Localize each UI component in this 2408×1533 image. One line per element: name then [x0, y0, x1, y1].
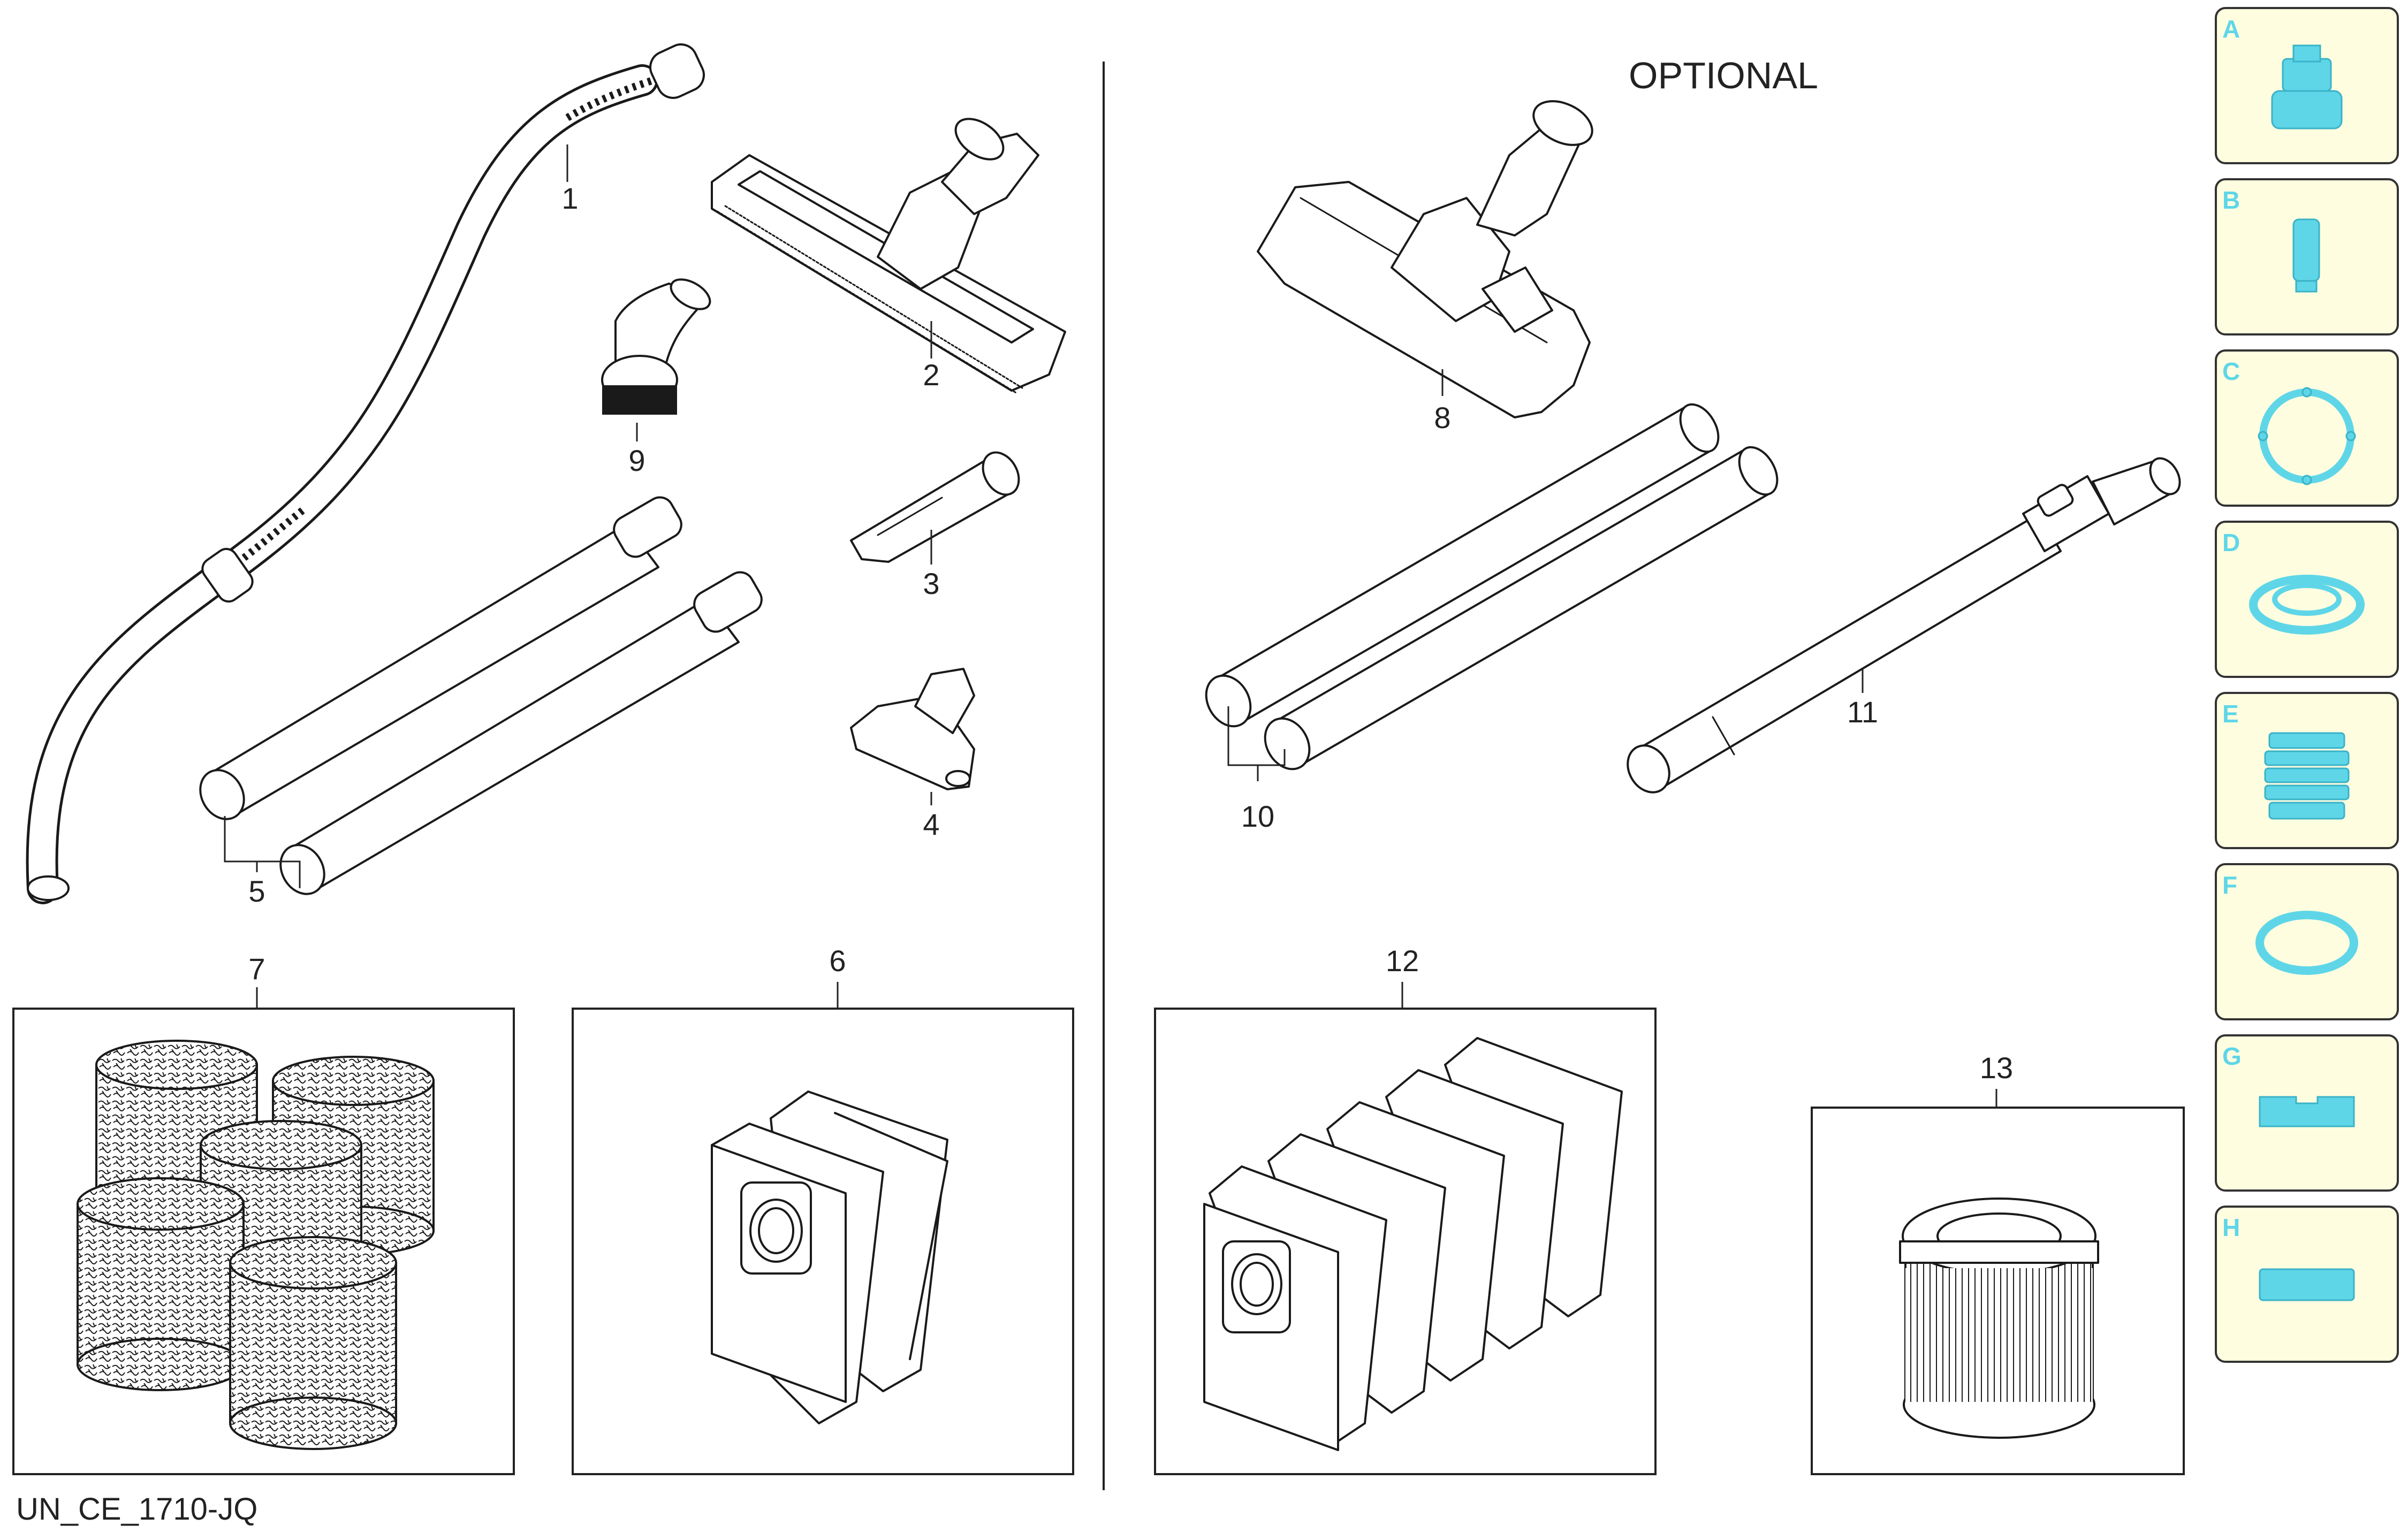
- ring-clip-icon: [2258, 387, 2356, 485]
- callout-1: 1: [561, 181, 578, 215]
- callout-9: 9: [628, 444, 645, 477]
- collar-adapter-icon: [2271, 44, 2343, 129]
- optional-heading: OPTIONAL: [1629, 55, 1818, 96]
- callout-13: 13: [1980, 1051, 2013, 1085]
- part-telescopic-tube: [1627, 457, 2181, 794]
- side-tab-letter: D: [2222, 529, 2240, 556]
- part-combi-floor-nozzle: [1257, 100, 1593, 418]
- flat-strip-notched-icon: [2259, 1096, 2355, 1127]
- callout-3: 3: [923, 567, 939, 600]
- part-optional-filter-bags: [1203, 1037, 1623, 1451]
- side-tabs: A B C: [2215, 7, 2399, 1363]
- side-tab-letter: C: [2222, 357, 2240, 385]
- side-tab-d[interactable]: D: [2215, 521, 2399, 678]
- side-tab-letter: B: [2222, 186, 2240, 214]
- callout-10: 10: [1241, 799, 1274, 833]
- side-tab-b[interactable]: B: [2215, 178, 2399, 335]
- flat-strip-icon: [2259, 1268, 2355, 1301]
- connector-sleeve-icon: [2292, 218, 2320, 293]
- callout-7: 7: [248, 952, 265, 986]
- callout-8: 8: [1434, 401, 1450, 434]
- callout-5: 5: [248, 874, 265, 908]
- side-tab-letter: F: [2222, 871, 2237, 899]
- part-upholstery-nozzle: [850, 668, 975, 790]
- gasket-ring-icon: [2249, 575, 2365, 635]
- part-brush-nozzle: [601, 278, 711, 415]
- side-tab-g[interactable]: G: [2215, 1034, 2399, 1192]
- side-tab-a[interactable]: A: [2215, 7, 2399, 164]
- side-tab-f[interactable]: F: [2215, 863, 2399, 1020]
- callout-11: 11: [1847, 695, 1878, 729]
- callout-6: 6: [829, 944, 846, 978]
- callout-4: 4: [923, 807, 939, 841]
- part-hose: [26, 43, 705, 904]
- side-tab-letter: H: [2222, 1214, 2240, 1241]
- part-filter-bags: [711, 1090, 948, 1424]
- part-extension-tubes: [199, 496, 763, 895]
- part-cartridge-filter: [1899, 1198, 2099, 1439]
- drawing-code: UN_CE_1710-JQ: [16, 1492, 257, 1527]
- part-optional-tubes: [1205, 403, 1779, 771]
- side-tab-e[interactable]: E: [2215, 692, 2399, 849]
- part-foam-filters: [77, 1040, 435, 1450]
- callout-12: 12: [1386, 944, 1419, 978]
- callout-2: 2: [923, 358, 939, 392]
- ribbed-coupling-icon: [2264, 732, 2350, 820]
- side-tab-c[interactable]: C: [2215, 349, 2399, 507]
- part-crevice-nozzle: [850, 451, 1020, 563]
- side-tab-letter: A: [2222, 15, 2240, 43]
- side-tab-letter: E: [2222, 700, 2239, 728]
- part-floor-nozzle: [711, 118, 1066, 394]
- side-tab-letter: G: [2222, 1042, 2242, 1070]
- oval-seal-icon: [2255, 911, 2358, 975]
- side-tab-h[interactable]: H: [2215, 1206, 2399, 1363]
